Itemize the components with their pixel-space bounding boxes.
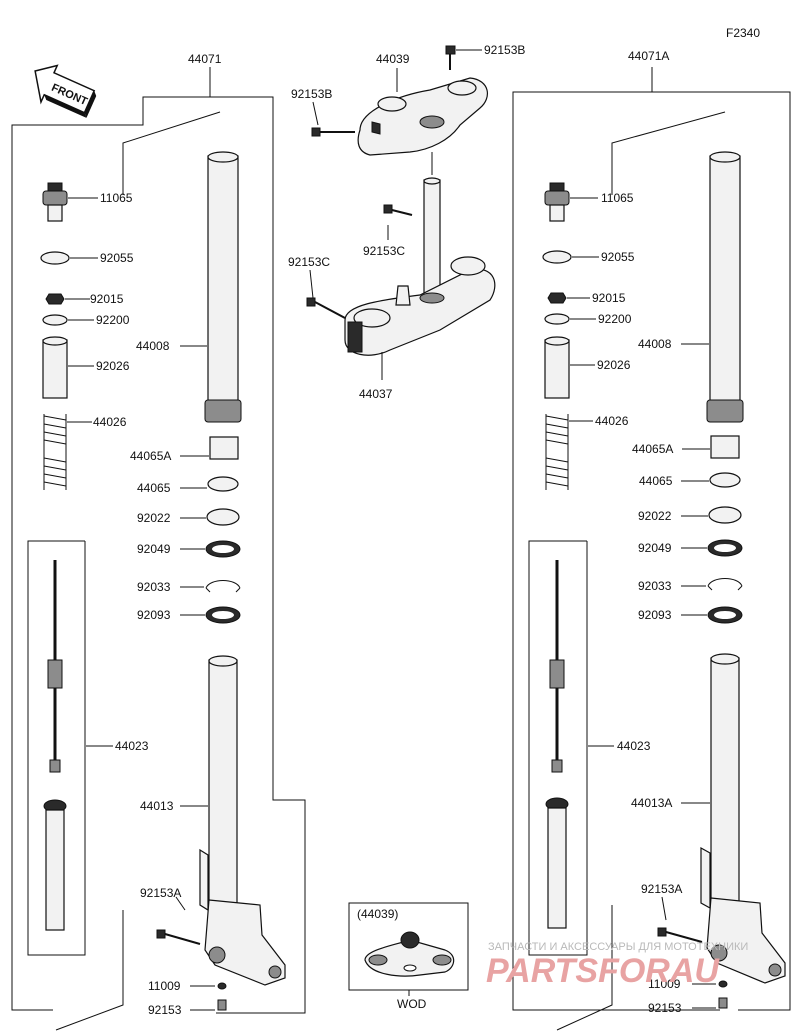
watermark-logo: PARTSFORAU — [486, 952, 720, 990]
left-cartridge — [43, 560, 67, 931]
label-right-44026: 44026 — [595, 414, 629, 428]
left-bolt-92153 — [217, 999, 227, 1011]
label-right-11065: 11065 — [601, 191, 634, 205]
right-outer-tube — [706, 151, 744, 423]
bolt-92153c-lower — [306, 297, 346, 319]
label-right-92153: 92153 — [648, 1001, 682, 1015]
bolt-92153b-top — [445, 45, 456, 70]
inset-label: (44039) — [357, 907, 398, 921]
left-inner-tube — [199, 655, 286, 986]
label-right-92055: 92055 — [601, 250, 635, 264]
label-right-92153a: 92153A — [641, 882, 682, 896]
label-left-44008: 44008 — [136, 339, 170, 353]
right-inner-tube — [700, 653, 786, 984]
label-left-44065: 44065 — [137, 481, 171, 495]
label-right-44065: 44065 — [639, 474, 673, 488]
bolt-92153c-upper — [383, 204, 413, 216]
right-bushing — [709, 472, 741, 488]
upper-triple-clamp — [357, 77, 488, 156]
watermark-line: ЗАПЧАСТИ И АКСЕССУАРЫ ДЛЯ МОТОТЕХНИКИ — [488, 941, 748, 953]
left-bolt-92153a — [156, 929, 201, 945]
label-right-44013a: 44013A — [631, 796, 672, 810]
right-circlip — [707, 578, 743, 591]
label-left-92153: 92153 — [148, 1003, 182, 1017]
lower-triple-clamp — [344, 177, 496, 356]
label-44037: 44037 — [359, 387, 393, 401]
label-left-44013: 44013 — [140, 799, 174, 813]
left-spring — [43, 414, 67, 490]
bolt-92153b-left — [311, 127, 355, 137]
label-right-92026: 92026 — [597, 358, 631, 372]
label-right-92033: 92033 — [638, 579, 672, 593]
label-right-92200: 92200 — [598, 312, 632, 326]
right-fork-assembly: 44071A 11065 92055 92015 92200 92026 — [512, 49, 791, 1031]
left-bushing — [207, 476, 239, 492]
watermark: ЗАПЧАСТИ И АКСЕССУАРЫ ДЛЯ МОТОТЕХНИКИ PA… — [486, 941, 748, 990]
left-collar — [42, 339, 68, 399]
label-44039: 44039 — [376, 52, 410, 66]
left-outer-tube — [204, 151, 242, 423]
left-o-ring — [40, 251, 70, 265]
label-right-44023: 44023 — [617, 739, 651, 753]
label-right-92093: 92093 — [638, 608, 672, 622]
front-arrow-icon: FRONT — [34, 64, 97, 118]
right-spring — [545, 414, 569, 490]
left-fork-assembly: 44071 11065 92055 92015 92200 92026 — [11, 52, 306, 1031]
label-left-92026: 92026 — [96, 359, 130, 373]
label-right-assy: 44071A — [628, 49, 669, 63]
label-left-assy: 44071 — [188, 52, 222, 66]
label-left-92022: 92022 — [137, 511, 171, 525]
label-left-92015: 92015 — [90, 292, 124, 306]
label-right-92049: 92049 — [638, 541, 672, 555]
label-left-92153a: 92153A — [140, 886, 181, 900]
right-cartridge — [545, 560, 569, 929]
label-left-44023: 44023 — [115, 739, 149, 753]
label-right-11009: 11009 — [648, 977, 681, 991]
left-bushing-a — [209, 436, 239, 460]
inset-44039: (44039) WOD — [348, 902, 469, 1011]
left-washer-92022 — [206, 508, 240, 526]
label-left-92033: 92033 — [137, 580, 171, 594]
label-right-92022: 92022 — [638, 509, 672, 523]
label-left-92093: 92093 — [137, 608, 171, 622]
left-fork-cap — [42, 182, 68, 222]
left-washer-11009 — [217, 982, 227, 990]
label-left-92200: 92200 — [96, 313, 130, 327]
label-92153c-upper: 92153C — [363, 244, 405, 258]
label-left-11065: 11065 — [100, 191, 133, 205]
label-left-44026: 44026 — [93, 415, 127, 429]
label-right-44008: 44008 — [638, 337, 672, 351]
right-fork-cap — [544, 182, 570, 222]
label-left-92049: 92049 — [137, 542, 171, 556]
right-washer-92022 — [708, 506, 742, 524]
label-left-44065a: 44065A — [130, 449, 171, 463]
label-left-11009: 11009 — [148, 979, 181, 993]
inset-caption: WOD — [397, 997, 427, 1011]
right-bolt-92153 — [718, 997, 728, 1009]
right-nut — [547, 292, 567, 304]
label-92153c-lower: 92153C — [288, 255, 330, 269]
right-washer-11009 — [718, 980, 728, 988]
diagram-code: F2340 — [726, 26, 760, 40]
left-circlip — [205, 580, 241, 593]
label-right-44065a: 44065A — [632, 442, 673, 456]
right-bushing-a — [710, 435, 740, 459]
label-right-92015: 92015 — [592, 291, 626, 305]
steering-clamps: 92153B 44039 92153B 92153C — [288, 43, 525, 401]
left-nut — [45, 293, 65, 305]
right-washer — [544, 313, 570, 325]
right-bolt-92153a — [657, 927, 703, 943]
label-92153b-left: 92153B — [291, 87, 332, 101]
right-o-ring — [542, 250, 572, 264]
right-collar — [544, 339, 570, 399]
label-left-92055: 92055 — [100, 251, 134, 265]
left-washer — [42, 314, 68, 326]
label-92153b-top: 92153B — [484, 43, 525, 57]
